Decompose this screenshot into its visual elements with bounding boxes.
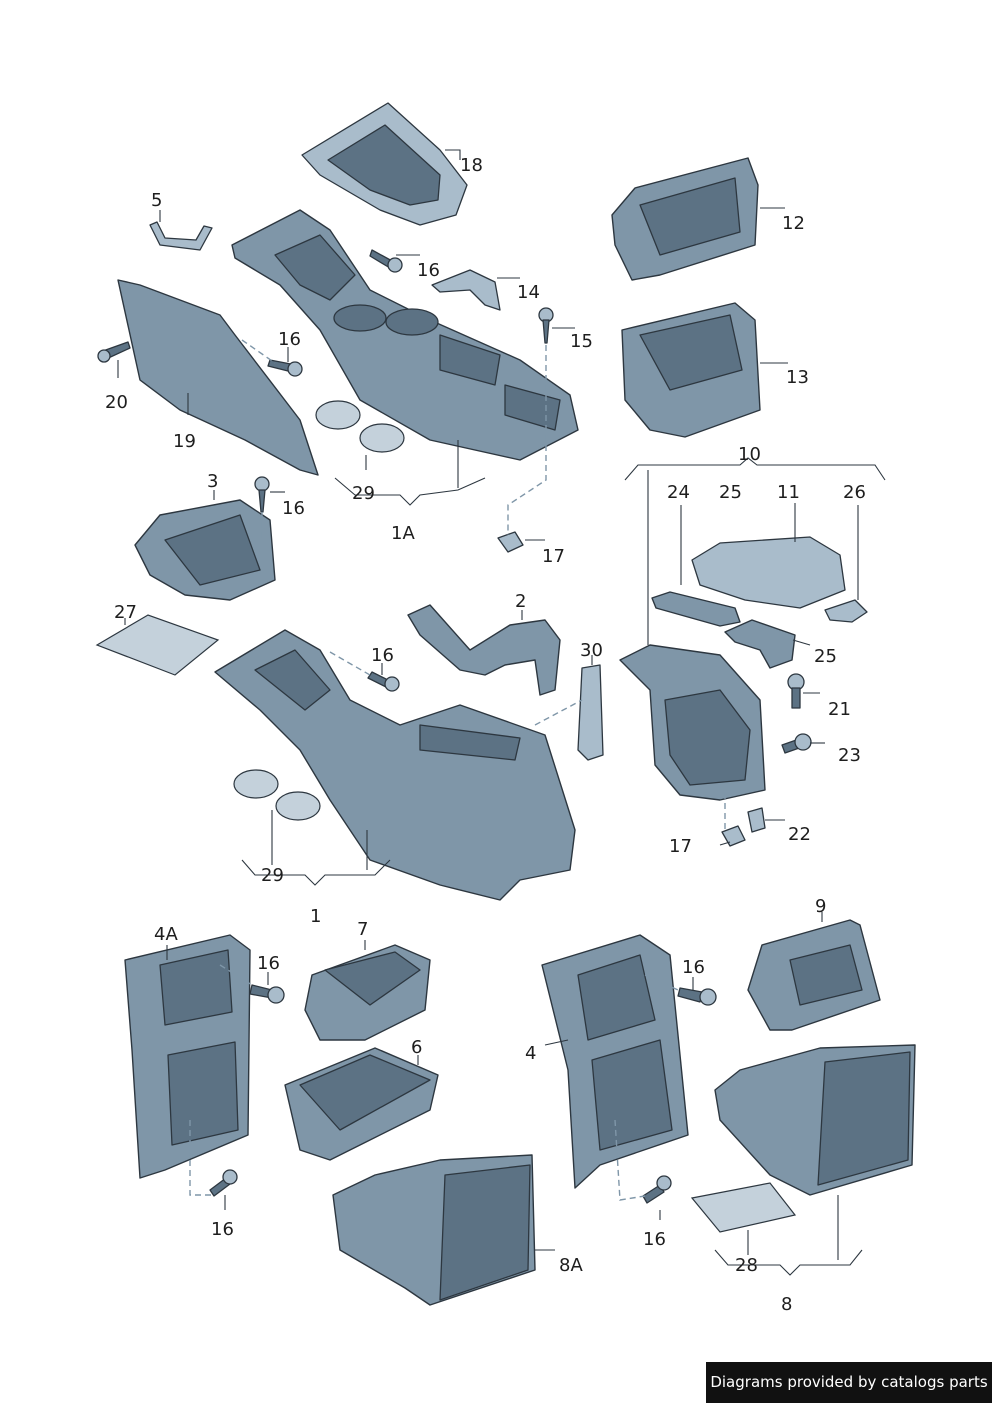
label-16-c: 16 (282, 498, 305, 519)
part-27-mat (95, 614, 220, 676)
part-6-tray (284, 1047, 439, 1161)
screw-20 (97, 341, 131, 363)
label-4A: 4A (154, 924, 178, 945)
part-17-clip-lower (721, 825, 746, 847)
screw-16-d (367, 671, 400, 692)
label-26: 26 (843, 482, 866, 503)
screw-15 (538, 307, 554, 344)
screw-16-c (254, 476, 270, 513)
part-24-hinge (651, 591, 741, 627)
part-1-console-lower (214, 629, 576, 901)
label-8A: 8A (559, 1255, 583, 1276)
label-30: 30 (580, 640, 603, 661)
part-4-rear-trim (541, 934, 689, 1189)
label-16-b: 16 (278, 329, 301, 350)
part-5-clip (149, 221, 213, 251)
label-10: 10 (738, 444, 761, 465)
label-2: 2 (515, 591, 526, 612)
label-16-g: 16 (211, 1219, 234, 1240)
screw-16-h (642, 1175, 672, 1204)
screw-16-a (267, 359, 303, 377)
part-29-mat-lower (233, 769, 321, 821)
label-1A: 1A (391, 523, 415, 544)
label-20: 20 (105, 392, 128, 413)
label-19: 19 (173, 431, 196, 452)
label-21: 21 (828, 699, 851, 720)
label-16-a: 16 (417, 260, 440, 281)
part-17-clip-upper (497, 531, 524, 553)
screw-16-g (677, 987, 717, 1006)
label-3: 3 (207, 471, 218, 492)
assembly-lines (189, 339, 726, 1201)
label-7: 7 (357, 919, 368, 940)
label-27: 27 (114, 602, 137, 623)
label-13: 13 (786, 367, 809, 388)
part-30-lock (577, 664, 604, 761)
label-22: 22 (788, 824, 811, 845)
screw-16-e (249, 984, 285, 1004)
label-25-a: 25 (719, 482, 742, 503)
part-4A-rear-trim (124, 934, 251, 1179)
label-16-f: 16 (682, 957, 705, 978)
part-22-nut (747, 807, 766, 833)
part-10-armrest-support (619, 644, 766, 801)
label-14: 14 (517, 282, 540, 303)
label-29-b: 29 (261, 865, 284, 886)
part-28-mat (690, 1182, 797, 1233)
part-25-bracket (724, 619, 796, 669)
part-7-bin (304, 944, 431, 1041)
label-11: 11 (777, 482, 800, 503)
part-9-vent (747, 919, 881, 1031)
part-29-mat-upper (315, 400, 405, 453)
label-8: 8 (781, 1294, 792, 1315)
part-12-storage-tray (611, 157, 759, 281)
part-2-cover (407, 604, 561, 696)
part-19-side-trim (117, 279, 319, 476)
label-29-a: 29 (352, 483, 375, 504)
credit-banner: Diagrams provided by catalogs parts (706, 1362, 992, 1403)
label-23: 23 (838, 745, 861, 766)
label-24: 24 (667, 482, 690, 503)
label-5: 5 (151, 190, 162, 211)
part-13-bin (621, 302, 761, 438)
label-4: 4 (525, 1043, 536, 1064)
part-3-storage-box (134, 499, 276, 601)
label-16-e: 16 (257, 953, 280, 974)
leader-lines (117, 149, 886, 1276)
part-14-bracket (431, 269, 501, 311)
callout-labels: 18 12 5 16 14 16 15 13 20 19 10 3 29 24 … (105, 155, 866, 1315)
screw-16-b (369, 249, 403, 273)
label-1: 1 (310, 906, 321, 927)
label-6: 6 (411, 1037, 422, 1058)
label-17-b: 17 (669, 836, 692, 857)
label-25-b: 25 (814, 646, 837, 667)
label-9: 9 (815, 896, 826, 917)
label-12: 12 (782, 213, 805, 234)
part-11-armrest (691, 536, 846, 609)
part-8A-housing (332, 1154, 536, 1306)
label-17-a: 17 (542, 546, 565, 567)
part-26-cap (824, 599, 868, 623)
screw-21 (787, 673, 805, 709)
label-15: 15 (570, 331, 593, 352)
screw-16-f (209, 1169, 238, 1197)
label-16-h: 16 (643, 1229, 666, 1250)
screw-23 (781, 733, 812, 754)
label-28: 28 (735, 1255, 758, 1276)
label-18: 18 (460, 155, 483, 176)
label-16-d: 16 (371, 645, 394, 666)
part-8-housing (714, 1044, 916, 1196)
part-18-shift-trim (301, 102, 468, 226)
